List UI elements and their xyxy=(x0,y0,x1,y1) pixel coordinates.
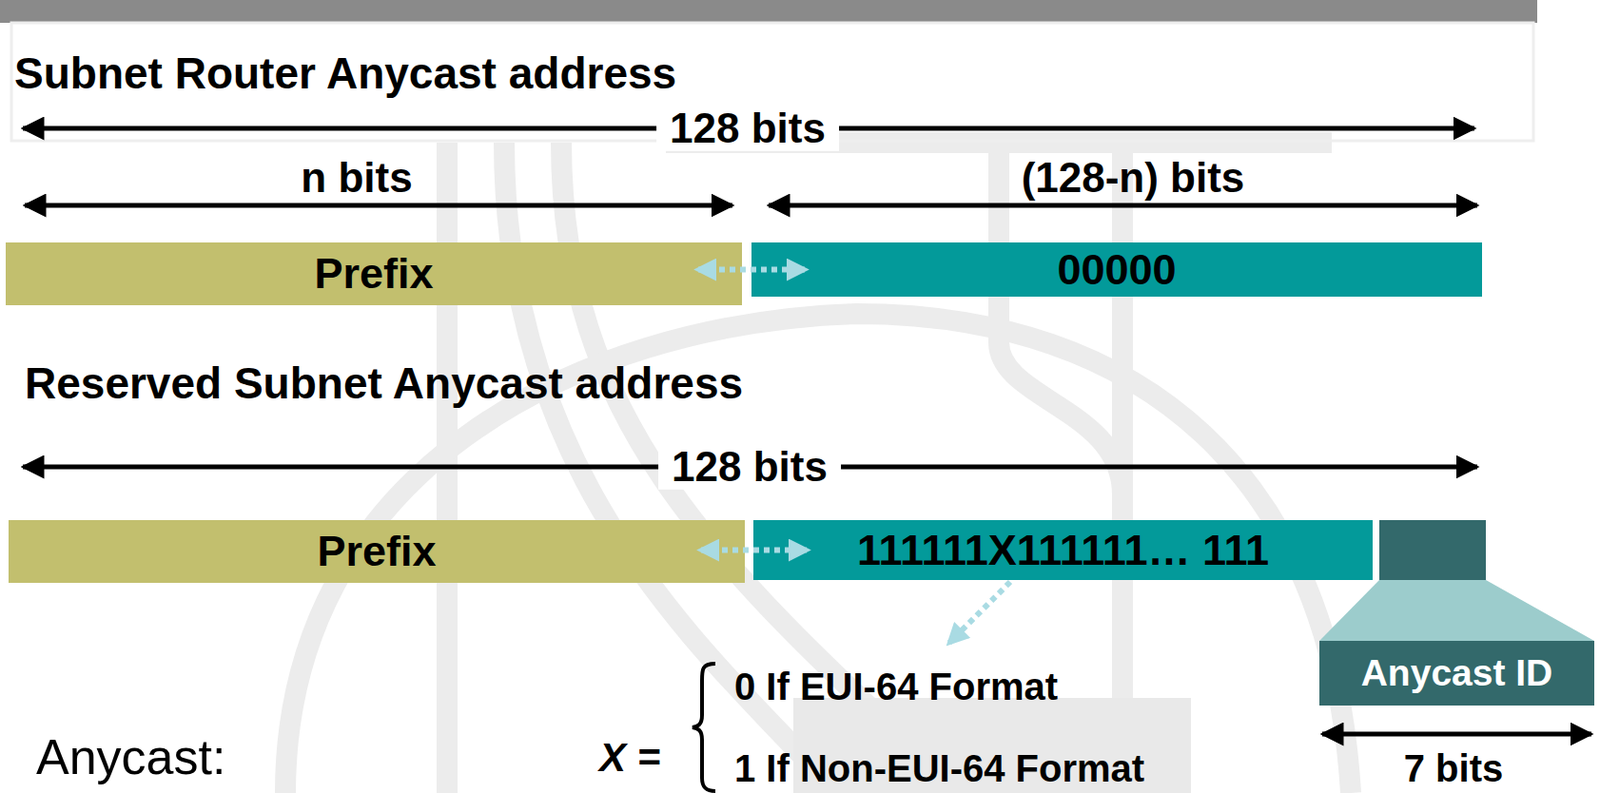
variable-label: X = xyxy=(599,736,661,781)
condition-text: 1 If Non-EUI-64 Format xyxy=(734,747,1145,790)
dimension-label: 128 bits xyxy=(658,444,841,490)
dimension-label: 7 bits xyxy=(1404,747,1503,790)
zoom-trapezoid xyxy=(1319,580,1595,642)
section-heading: Reserved Subnet Anycast address xyxy=(24,359,743,409)
header-bar xyxy=(0,0,1538,23)
slide-text: Anycast: xyxy=(36,730,226,785)
field-text: Prefix xyxy=(316,526,436,577)
condition-text: 0 If EUI-64 Format xyxy=(734,665,1058,708)
x-leader xyxy=(949,582,1011,644)
field-text: 111111X111111… 111 xyxy=(857,526,1269,576)
dimension-label: 128 bits xyxy=(656,105,840,152)
field-text: 00000 xyxy=(1056,245,1176,295)
interface-id-field: 111111X111111… 111 xyxy=(753,520,1373,581)
anycast-id-field xyxy=(1379,520,1486,581)
field-text: Anycast ID xyxy=(1361,652,1554,695)
anycast-id-box: Anycast ID xyxy=(1319,641,1595,706)
prefix-field: Prefix xyxy=(8,520,745,584)
dimension-label: n bits xyxy=(300,155,412,201)
dimension-label: (128-n) bits xyxy=(1021,155,1246,201)
interface-id-field: 00000 xyxy=(751,242,1483,297)
brace xyxy=(692,663,716,792)
section-heading: Subnet Router Anycast address xyxy=(14,49,677,98)
prefix-field: Prefix xyxy=(5,242,742,306)
field-text: Prefix xyxy=(313,249,433,299)
